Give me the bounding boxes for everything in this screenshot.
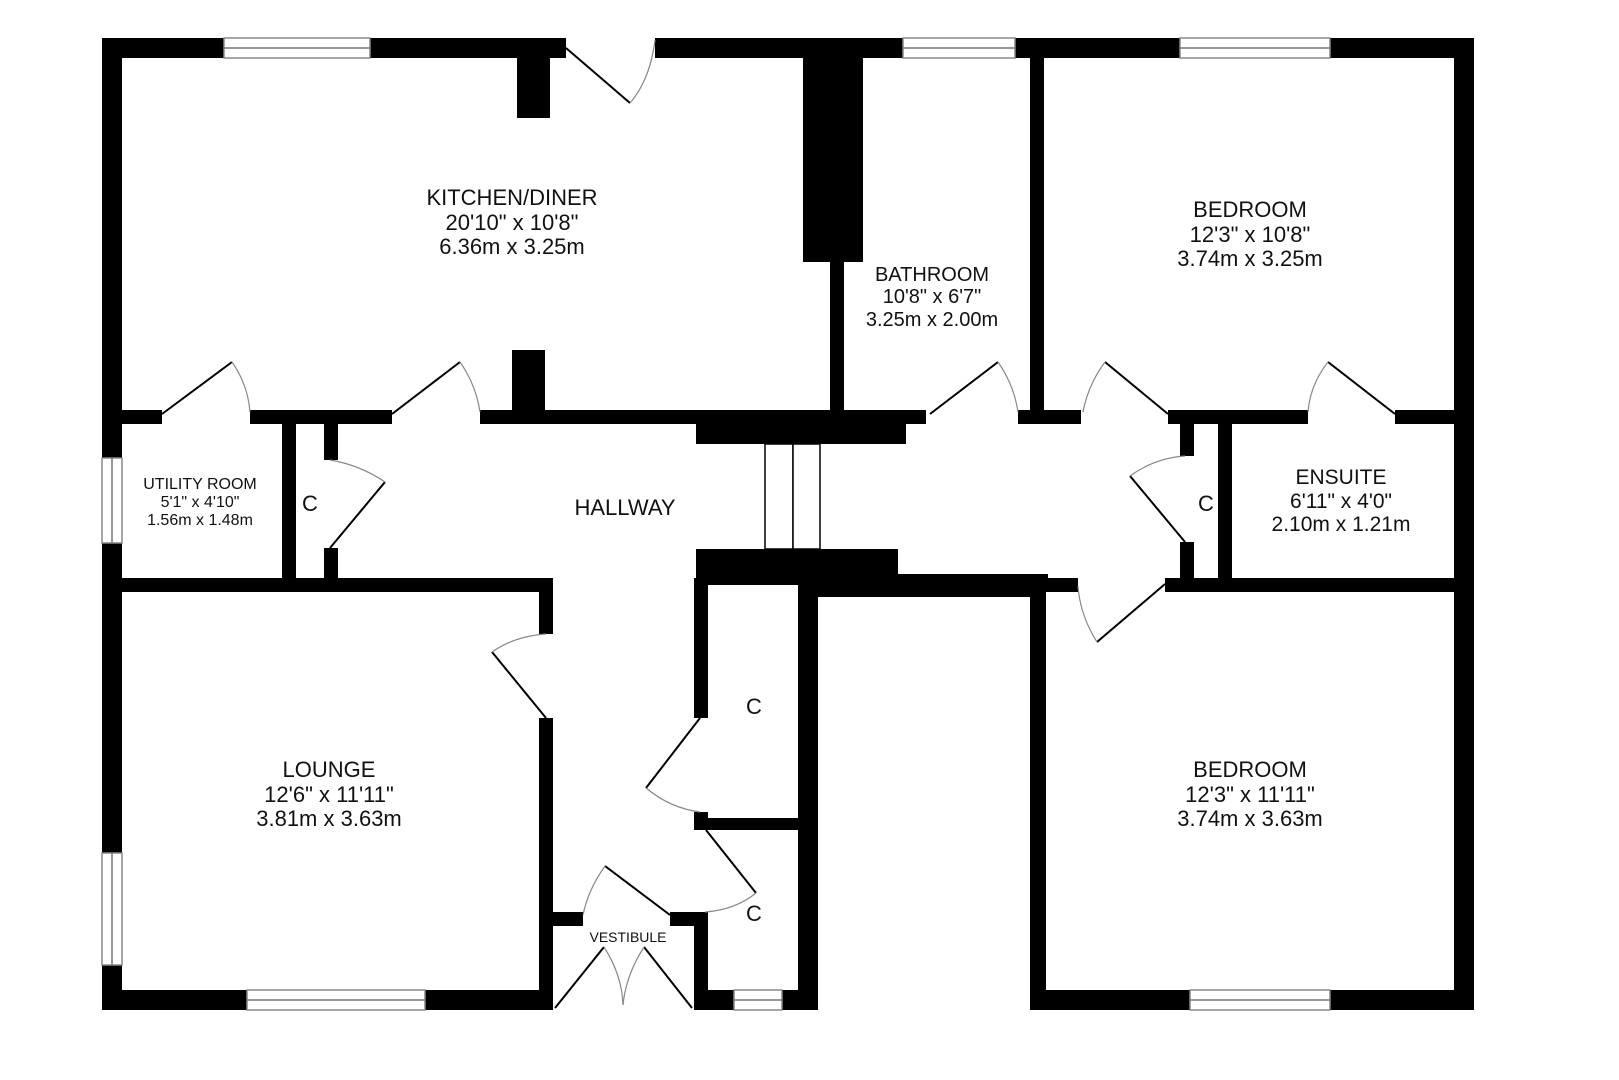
room-size-metric: 1.56m x 1.48m bbox=[147, 511, 253, 529]
window-kitchen bbox=[223, 37, 371, 59]
room-label-hallway: HALLWAY bbox=[574, 495, 676, 521]
room-name: BEDROOM bbox=[1193, 757, 1307, 782]
room-label-bathroom: BATHROOM 10'8" x 6'7" 3.25m x 2.00m bbox=[866, 264, 998, 331]
room-size-metric: 2.10m x 1.21m bbox=[1271, 513, 1411, 537]
room-label-lounge: LOUNGE 12'6" x 11'11" 3.81m x 3.63m bbox=[256, 757, 402, 832]
cupboard-label-ensuite: C bbox=[1198, 491, 1214, 517]
door-front-right bbox=[622, 946, 693, 1009]
windows bbox=[101, 37, 1331, 1011]
cupboard-label-lower: C bbox=[746, 901, 762, 927]
door-kitchen-hall bbox=[391, 361, 481, 415]
door-bedroom-1 bbox=[1082, 361, 1169, 415]
room-size-metric: 6.36m x 3.25m bbox=[439, 234, 585, 260]
door-kitchen-exterior bbox=[565, 39, 656, 104]
room-name: HALLWAY bbox=[574, 495, 676, 520]
doors bbox=[161, 39, 1396, 1009]
room-label-kitchen: KITCHEN/DINER 20'10" x 10'8" 6.36m x 3.2… bbox=[426, 185, 598, 260]
door-utility bbox=[161, 361, 251, 415]
room-size-imperial: 6'11" x 4'0" bbox=[1290, 489, 1392, 513]
cupboard-label-upper: C bbox=[746, 694, 762, 720]
window-lounge-bottom bbox=[246, 989, 426, 1011]
door-cupboard-lower bbox=[704, 829, 757, 913]
door-lounge bbox=[491, 633, 547, 719]
room-name: UTILITY ROOM bbox=[143, 476, 257, 493]
cupboard-label-utility: C bbox=[302, 491, 318, 517]
room-size-metric: 3.74m x 3.63m bbox=[1177, 806, 1323, 832]
room-size-metric: 3.81m x 3.63m bbox=[256, 806, 402, 832]
room-size-imperial: 12'6" x 11'11" bbox=[264, 781, 394, 807]
room-label-vestibule: VESTIBULE bbox=[589, 929, 667, 946]
stairs bbox=[764, 443, 821, 550]
room-size-metric: 3.74m x 3.25m bbox=[1177, 246, 1323, 272]
window-bathroom bbox=[902, 37, 1016, 59]
room-label-ensuite: ENSUITE 6'11" x 4'0" 2.10m x 1.21m bbox=[1272, 466, 1411, 537]
door-cupboard-ensuite bbox=[1129, 455, 1186, 543]
room-size-imperial: 20'10" x 10'8" bbox=[445, 209, 579, 235]
room-size-imperial: 5'1" x 4'10" bbox=[160, 493, 240, 511]
room-name: ENSUITE bbox=[1295, 466, 1387, 489]
window-bedroom-bottom bbox=[1189, 989, 1331, 1011]
outer-walls bbox=[102, 38, 1474, 1010]
room-name: BATHROOM bbox=[874, 264, 990, 286]
window-cupboard-bottom bbox=[733, 989, 783, 1011]
room-name: BEDROOM bbox=[1193, 197, 1307, 222]
room-label-bedroom-2: BEDROOM 12'3" x 11'11" 3.74m x 3.63m bbox=[1177, 757, 1323, 832]
cupboard-letter: C bbox=[302, 491, 318, 516]
window-bedroom-top bbox=[1179, 37, 1331, 59]
door-vestibule-inner bbox=[582, 865, 671, 916]
room-label-utility: UTILITY ROOM 5'1" x 4'10" 1.56m x 1.48m bbox=[143, 476, 257, 530]
door-bedroom-2 bbox=[1077, 583, 1166, 643]
room-name: VESTIBULE bbox=[589, 929, 667, 945]
cupboard-letter: C bbox=[1198, 491, 1214, 516]
door-bathroom bbox=[929, 361, 1019, 415]
room-name: KITCHEN/DINER bbox=[426, 185, 598, 210]
room-size-imperial: 12'3" x 10'8" bbox=[1189, 221, 1311, 247]
cupboard-letter: C bbox=[746, 694, 762, 719]
window-lounge-side bbox=[101, 852, 123, 966]
room-label-bedroom-1: BEDROOM 12'3" x 10'8" 3.74m x 3.25m bbox=[1177, 197, 1323, 272]
room-size-metric: 3.25m x 2.00m bbox=[865, 308, 999, 331]
room-size-imperial: 12'3" x 11'11" bbox=[1185, 781, 1315, 807]
room-name: LOUNGE bbox=[282, 757, 376, 782]
door-front-left bbox=[554, 946, 624, 1009]
door-ensuite bbox=[1307, 361, 1396, 415]
internal-walls bbox=[102, 38, 1474, 1010]
window-utility bbox=[101, 457, 123, 544]
room-size-imperial: 10'8" x 6'7" bbox=[882, 286, 982, 309]
cupboard-letter: C bbox=[746, 901, 762, 926]
door-cupboard-upper bbox=[645, 717, 701, 813]
door-cupboard-utility bbox=[329, 459, 386, 549]
